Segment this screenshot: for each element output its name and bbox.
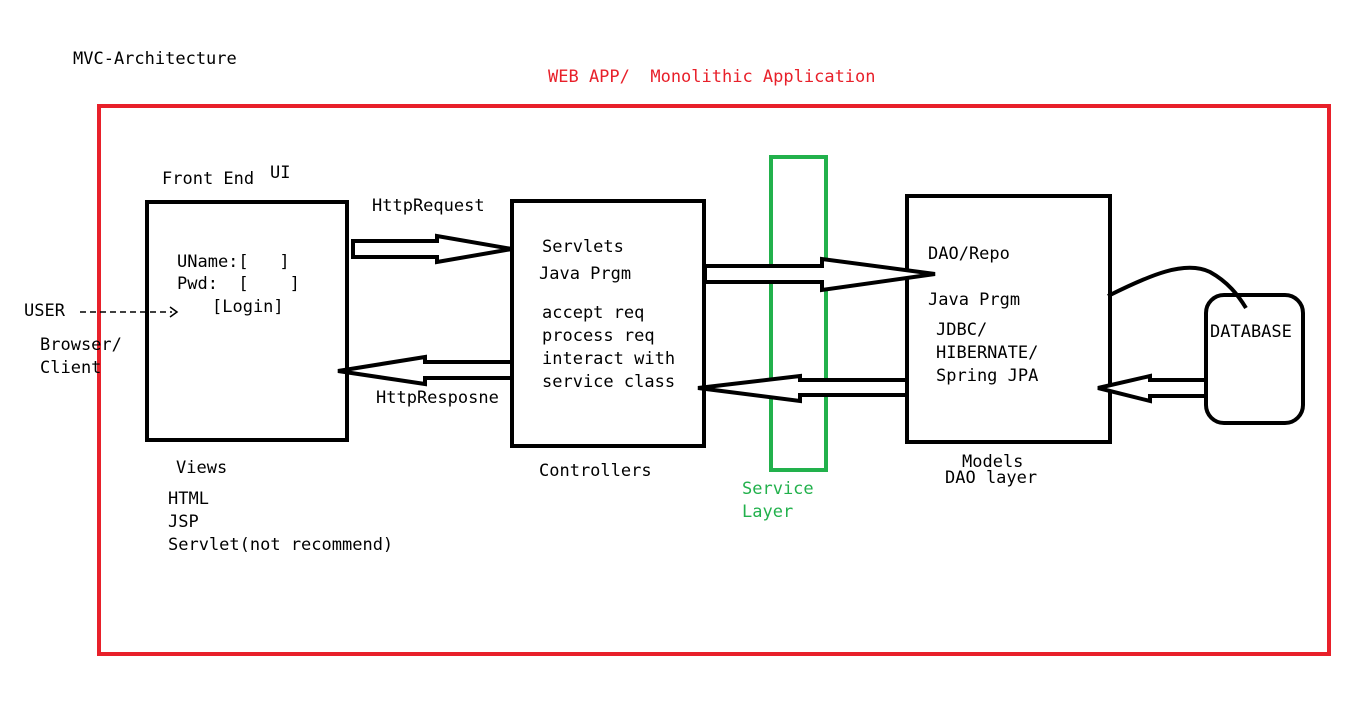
controller-duty-3: interact with [542, 349, 676, 369]
uname-field-text: UName:[ ] [177, 252, 290, 272]
controllers-caption: Controllers [539, 461, 652, 481]
dao-hibernate: HIBERNATE/ [936, 343, 1039, 363]
http-request-arrow [351, 233, 513, 265]
dao-repo-label: DAO/Repo [928, 244, 1010, 264]
service-layer-box [769, 155, 828, 472]
web-app-boundary [97, 104, 1331, 656]
database-connector-line [1107, 265, 1248, 310]
controller-java-prgm: Java Prgm [539, 264, 632, 284]
layer-label: Layer [742, 502, 794, 522]
service-label: Service [742, 479, 814, 499]
dao-box [905, 194, 1112, 444]
page-title: MVC-Architecture [73, 49, 237, 69]
front-end-ui-label: UI [270, 163, 291, 183]
http-request-label: HttpRequest [372, 196, 485, 216]
dao-layer-caption: DAO layer [945, 468, 1038, 488]
login-button-text: [Login] [212, 297, 284, 317]
http-response-arrow [337, 354, 514, 387]
controller-to-dao-arrow [703, 256, 936, 293]
tech-jsp: JSP [168, 512, 199, 532]
dao-spring-jpa: Spring JPA [936, 366, 1039, 386]
controller-box [510, 199, 706, 448]
tech-servlet: Servlet(not recommend) [168, 535, 394, 555]
models-caption: Models [962, 452, 1024, 472]
http-response-label: HttpResposne [376, 388, 499, 408]
user-arrow-head [169, 306, 179, 318]
controller-duty-2: process req [542, 326, 655, 346]
front-end-box [145, 200, 349, 442]
user-label: USER [24, 301, 65, 321]
views-caption: Views [176, 458, 228, 478]
dao-to-controller-arrow [697, 373, 909, 404]
controller-duty-4: service class [542, 372, 676, 392]
dao-jdbc: JDBC/ [936, 320, 988, 340]
database-shape [1204, 293, 1305, 425]
controller-servlets: Servlets [542, 237, 624, 257]
pwd-field-text: Pwd: [ ] [177, 274, 300, 294]
dao-java-prgm: Java Prgm [928, 290, 1021, 310]
tech-html: HTML [168, 489, 209, 509]
browser-label: Browser/ [40, 335, 122, 355]
controller-duty-1: accept req [542, 303, 645, 323]
database-label: DATABASE [1210, 322, 1292, 342]
client-label: Client [40, 358, 102, 378]
front-end-heading: Front End [162, 169, 255, 189]
database-to-dao-arrow [1097, 373, 1208, 404]
web-app-title: WEB APP/ Monolithic Application [548, 67, 876, 87]
